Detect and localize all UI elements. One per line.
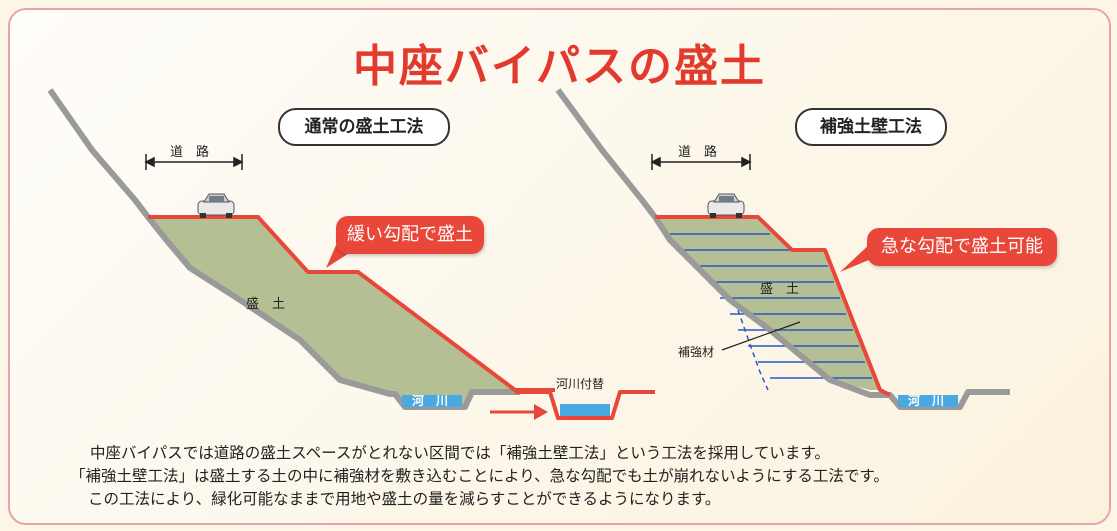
left-road-label: 道 路: [170, 144, 209, 160]
relocated-river-label: 河川付替: [556, 377, 604, 391]
description-line-3: この工法により、緑化可能なままで用地や盛土の量を減らすことができるようになります…: [88, 490, 721, 508]
car-icon: [197, 193, 235, 218]
left-fill-label: 盛 土: [246, 297, 285, 312]
left-road-dimension: [144, 154, 244, 170]
diagram-canvas: 道 路 盛 土 河 川 河川付替 道 路 盛 土 補強材 河 川: [47, 88, 1010, 420]
diagram-frame: 中座バイパスの盛土: [8, 8, 1111, 525]
description-text: 中座バイパスでは道路の盛土スペースがとれない区間では「補強土壁工法」という工法を…: [70, 442, 1079, 511]
reinforcement-leader-line: [721, 321, 801, 351]
reinforcement-label: 補強材: [678, 345, 714, 359]
right-river-water: [898, 395, 958, 407]
left-river-water: [402, 395, 462, 407]
callout-steep-slope: 急な勾配で盛土可能: [867, 228, 1057, 266]
arrow-right-icon: [490, 404, 548, 420]
right-river-label: 河 川: [907, 393, 944, 408]
description-line-2: 「補強土壁工法」は盛土する土の中に補強材を敷き込むことにより、急な勾配でも土が崩…: [70, 467, 889, 485]
method-label-reinforced: 補強土壁工法: [795, 108, 947, 146]
left-cross-section: [47, 88, 655, 420]
page-title: 中座バイパスの盛土: [352, 41, 767, 92]
right-cross-section: [555, 88, 1010, 410]
right-road-dimension: [650, 154, 752, 170]
left-river-label: 河 川: [411, 393, 448, 408]
description-line-1: 中座バイパスでは道路の盛土スペースがとれない区間では「補強土壁工法」という工法を…: [90, 444, 830, 462]
car-icon: [707, 193, 745, 218]
method-label-conventional: 通常の盛土工法: [278, 108, 450, 146]
left-fill-soil: [148, 217, 515, 407]
relocated-river-water: [560, 404, 610, 416]
right-road-label: 道 路: [678, 144, 717, 160]
right-fill-label: 盛 土: [760, 282, 799, 297]
relocated-river-channel: [515, 390, 655, 420]
reinforcement-boundary: [737, 309, 769, 391]
callout-gentle-slope: 緩い勾配で盛土: [336, 216, 484, 254]
